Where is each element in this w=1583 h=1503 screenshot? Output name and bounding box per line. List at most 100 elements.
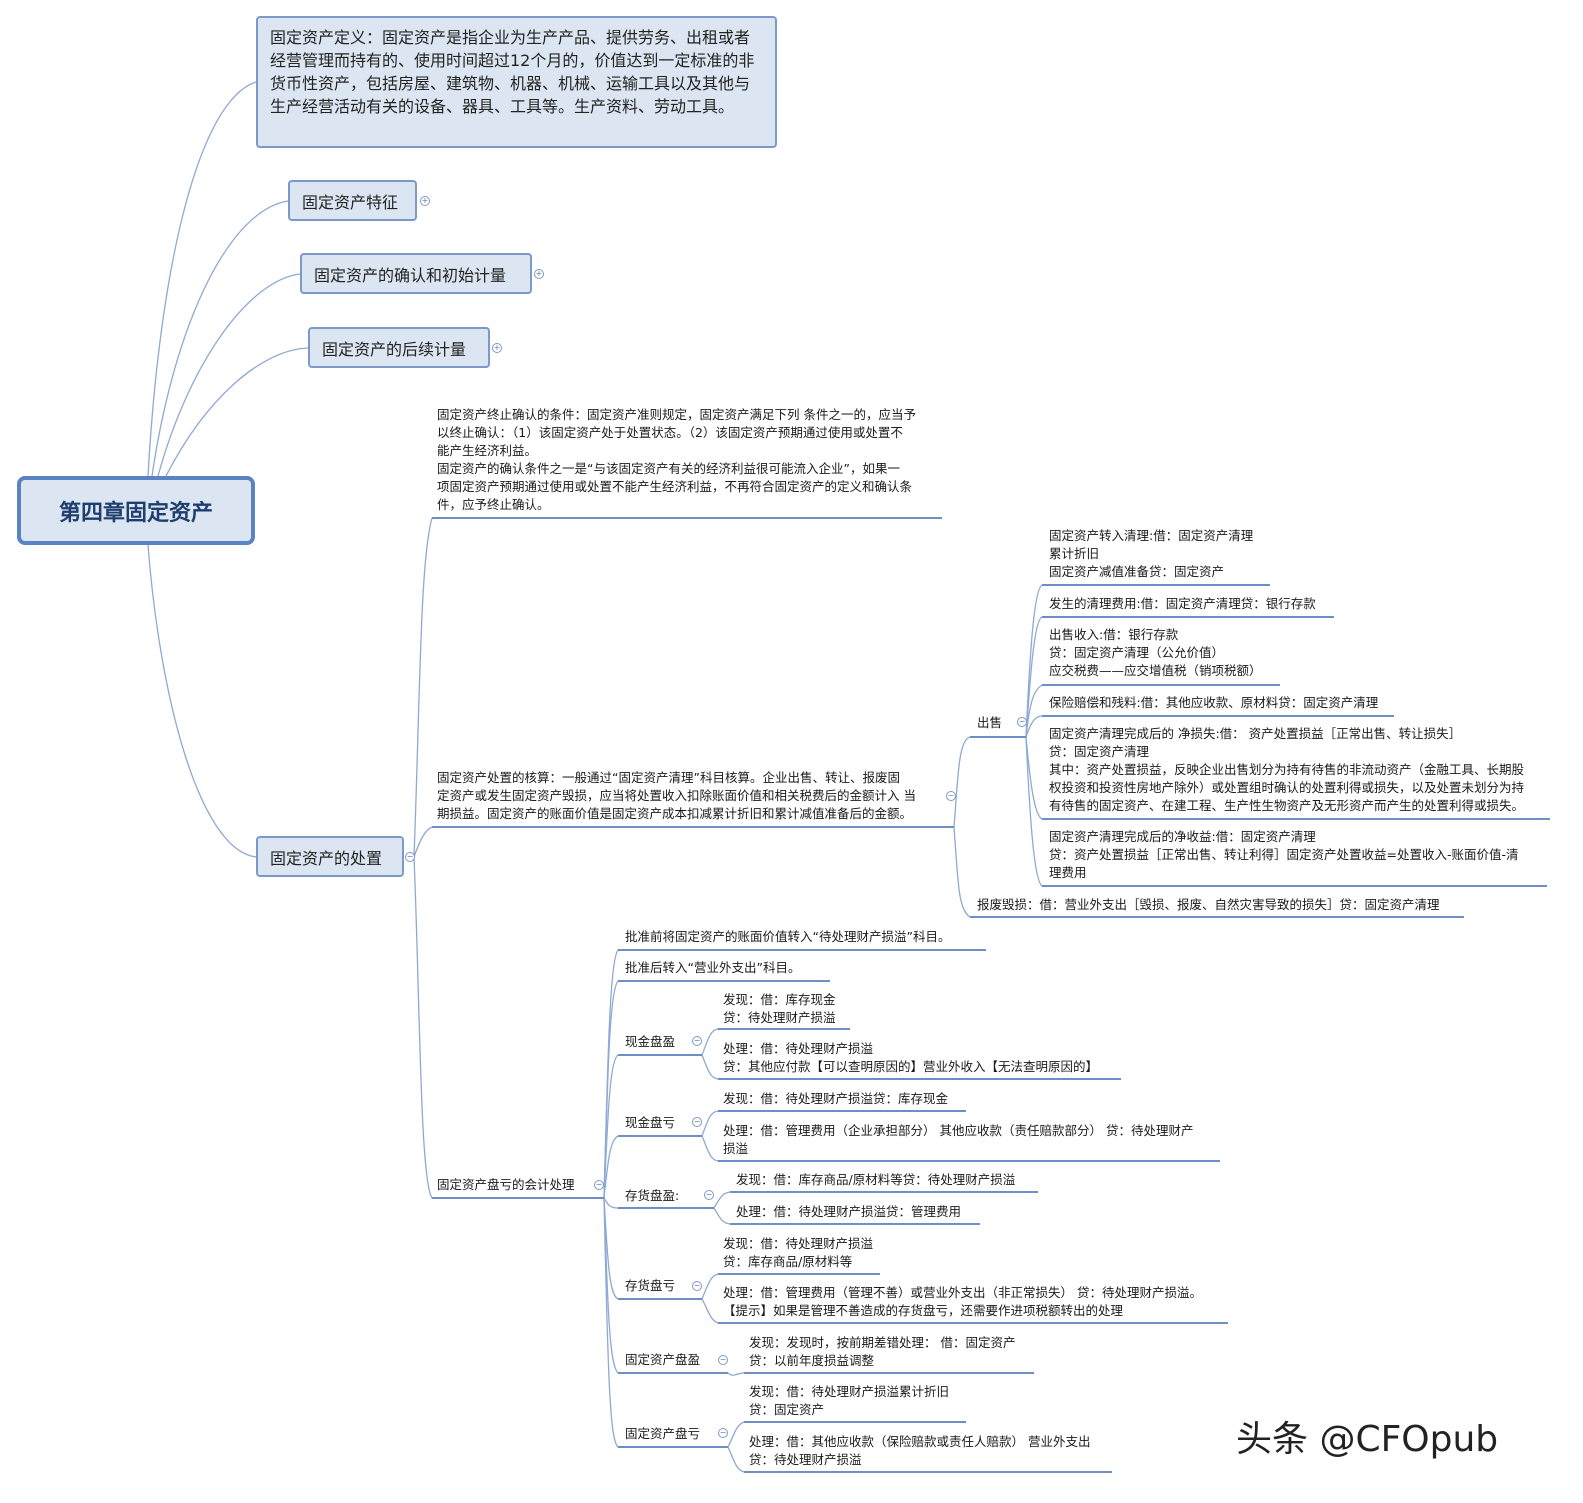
- text-line: 【提示】如果是管理不善造成的存货盘亏，还需要作进项税额转出的处理: [723, 1303, 1124, 1318]
- text-line: 发现：借：待处理财产损溢贷：库存现金: [723, 1091, 949, 1106]
- scrap-node[interactable]: 报废毁损：借：营业外支出［毁损、报废、自然灾害导致的损失］贷：固定资产清理: [977, 897, 1440, 912]
- inventory-shortage-discover[interactable]: 发现：借：待处理财产损溢 贷：库存商品/原材料等: [723, 1235, 873, 1271]
- collapse-toggle-inventory-surplus[interactable]: −: [704, 1190, 714, 1200]
- features-node[interactable]: 固定资产特征: [288, 180, 417, 221]
- underline: [970, 736, 1026, 738]
- text-line: 贷：待处理财产损溢: [749, 1452, 862, 1467]
- subsequent-node[interactable]: 固定资产的后续计量: [308, 327, 490, 368]
- expand-toggle-features[interactable]: +: [420, 196, 430, 206]
- text-line: 发现：借：待处理财产损溢: [723, 1236, 874, 1251]
- fixed-asset-surplus-discover[interactable]: 发现：发现时，按前期差错处理： 借：固定资产 贷：以前年度损益调整: [749, 1334, 1015, 1370]
- sale-node[interactable]: 出售: [977, 715, 1003, 730]
- underline: [744, 1421, 966, 1423]
- collapse-toggle-inventory[interactable]: −: [594, 1180, 604, 1190]
- text-line: 贷：以前年度损益调整: [749, 1353, 875, 1368]
- text-line: 理费用: [1049, 865, 1087, 880]
- cash-shortage-handle[interactable]: 处理：借：管理费用（企业承担部分） 其他应收款（责任赔款部分） 贷：待处理财产 …: [723, 1122, 1193, 1158]
- expand-toggle-recognition[interactable]: +: [534, 269, 544, 279]
- text-line: 发现：借：库存现金: [723, 992, 836, 1007]
- text-line: 累计折旧: [1049, 546, 1100, 561]
- text-line: 处理：借：待处理财产损溢: [723, 1041, 874, 1056]
- text-line: 处理：借：待处理财产损溢贷：管理费用: [736, 1204, 962, 1219]
- collapse-toggle-sale[interactable]: −: [1017, 717, 1027, 727]
- underline: [618, 949, 986, 951]
- text-line: 贷：待处理财产损溢: [723, 1010, 836, 1025]
- expand-toggle-subsequent[interactable]: +: [492, 343, 502, 353]
- collapse-toggle-accounting[interactable]: −: [946, 791, 956, 801]
- underline: [618, 1298, 702, 1300]
- disposal-node[interactable]: 固定资产的处置: [256, 836, 404, 877]
- underline: [718, 1028, 850, 1030]
- sale-item-cleanup-fee[interactable]: 发生的清理费用:借：固定资产清理贷：银行存款: [1049, 595, 1316, 613]
- group-fixed-asset-shortage[interactable]: 固定资产盘亏: [625, 1426, 701, 1441]
- text-line: 定资产或发生固定资产毁损，应当将处置收入扣除账面价值和相关税费后的金额计入 当: [437, 788, 916, 803]
- inventory-after-approval[interactable]: 批准后转入“营业外支出”科目。: [625, 960, 801, 975]
- group-cash-surplus[interactable]: 现金盘盈: [625, 1034, 676, 1049]
- underline: [618, 1135, 702, 1137]
- inventory-before-approval[interactable]: 批准前将固定资产的账面价值转入“待处理财产损溢”科目。: [625, 929, 951, 944]
- underline: [618, 1446, 728, 1448]
- underline: [618, 1207, 714, 1209]
- collapse-toggle-fixed-asset-shortage[interactable]: −: [718, 1428, 728, 1438]
- underline: [618, 980, 830, 982]
- recognition-node[interactable]: 固定资产的确认和初始计量: [300, 253, 532, 294]
- sale-item-income[interactable]: 出售收入:借：银行存款 贷：固定资产清理（公允价值） 应交税费——应交增值税（销…: [1049, 626, 1262, 680]
- disposal-accounting-node[interactable]: 固定资产处置的核算：一般通过“固定资产清理”科目核算。企业出售、转让、报废固 定…: [437, 769, 916, 823]
- cash-surplus-discover[interactable]: 发现：借：库存现金 贷：待处理财产损溢: [723, 991, 836, 1027]
- text-line: 固定资产处置的核算：一般通过“固定资产清理”科目核算。企业出售、转让、报废固: [437, 770, 900, 785]
- inventory-node[interactable]: 固定资产盘亏的会计处理: [437, 1177, 575, 1192]
- underline: [718, 1110, 966, 1112]
- text-line: 应交税费——应交增值税（销项税额）: [1049, 663, 1262, 678]
- inventory-surplus-handle[interactable]: 处理：借：待处理财产损溢贷：管理费用: [736, 1203, 961, 1221]
- text-line: 能产生经济利益。: [437, 443, 538, 458]
- cash-surplus-handle[interactable]: 处理：借：待处理财产损溢 贷：其他应付款【可以查明原因的】营业外收入【无法查明原…: [723, 1040, 1098, 1076]
- underline: [730, 1191, 1038, 1193]
- definition-node[interactable]: 固定资产定义：固定资产是指企业为生产产品、提供劳务、出租或者经营管理而持有的、使…: [256, 16, 777, 148]
- group-fixed-asset-surplus[interactable]: 固定资产盘盈: [625, 1352, 701, 1367]
- sale-item-net-loss[interactable]: 固定资产清理完成后的 净损失:借： 资产处置损益［正常出售、转让损失］ 贷：固定…: [1049, 725, 1524, 815]
- underline: [432, 517, 942, 519]
- text-line: 贷：固定资产清理: [1049, 744, 1150, 759]
- underline: [718, 1273, 880, 1275]
- underline: [1042, 684, 1280, 686]
- collapse-toggle-inventory-shortage[interactable]: −: [692, 1281, 702, 1291]
- underline: [718, 1322, 1228, 1324]
- collapse-toggle-cash-surplus[interactable]: −: [692, 1036, 702, 1046]
- text-line: 固定资产的确认条件之一是“与该固定资产有关的经济利益很可能流入企业”，如果一: [437, 461, 900, 476]
- underline: [618, 1054, 702, 1056]
- text-line: 贷：库存商品/原材料等: [723, 1254, 853, 1269]
- text-line: 发现：发现时，按前期差错处理： 借：固定资产: [749, 1335, 1016, 1350]
- underline: [730, 1223, 980, 1225]
- derecognition-node[interactable]: 固定资产终止确认的条件：固定资产准则规定，固定资产满足下列 条件之一的，应当予 …: [437, 406, 916, 514]
- underline: [1042, 616, 1334, 618]
- text-line: 固定资产减值准备贷：固定资产: [1049, 564, 1225, 579]
- fixed-asset-shortage-discover[interactable]: 发现：借：待处理财产损溢累计折旧 贷：固定资产: [749, 1383, 949, 1419]
- inventory-shortage-handle[interactable]: 处理：借：管理费用（管理不善）或营业外支出（非正常损失） 贷：待处理财产损溢。 …: [723, 1284, 1202, 1320]
- collapse-toggle-cash-shortage[interactable]: −: [692, 1117, 702, 1127]
- group-inventory-shortage[interactable]: 存货盘亏: [625, 1278, 676, 1293]
- text-line: 贷：其他应付款【可以查明原因的】营业外收入【无法查明原因的】: [723, 1059, 1099, 1074]
- inventory-surplus-discover[interactable]: 发现：借：库存商品/原材料等贷：待处理财产损溢: [736, 1171, 1015, 1189]
- sale-item-transfer[interactable]: 固定资产转入清理:借：固定资产清理 累计折旧 固定资产减值准备贷：固定资产: [1049, 527, 1253, 581]
- underline: [432, 1197, 604, 1199]
- group-inventory-surplus[interactable]: 存货盘盈:: [625, 1188, 680, 1203]
- root-topic[interactable]: 第四章固定资产: [17, 476, 255, 545]
- text-line: 其中：资产处置损益，反映企业出售划分为持有待售的非流动资产（金融工具、长期股: [1049, 762, 1525, 777]
- text-line: 件，应予终止确认。: [437, 497, 550, 512]
- text-line: 处理：借：管理费用（管理不善）或营业外支出（非正常损失） 贷：待处理财产损溢。: [723, 1285, 1202, 1300]
- text-line: 贷：固定资产: [749, 1402, 825, 1417]
- text-line: 处理：借：其他应收款（保险赔款或责任人赔款） 营业外支出: [749, 1434, 1091, 1449]
- text-line: 处理：借：管理费用（企业承担部分） 其他应收款（责任赔款部分） 贷：待处理财产: [723, 1123, 1194, 1138]
- collapse-toggle-fixed-asset-surplus[interactable]: −: [718, 1355, 728, 1365]
- text-line: 发现：借：库存商品/原材料等贷：待处理财产损溢: [736, 1172, 1016, 1187]
- group-cash-shortage[interactable]: 现金盘亏: [625, 1115, 676, 1130]
- sale-item-net-gain[interactable]: 固定资产清理完成后的净收益:借：固定资产清理 贷：资产处置损益［正常出售、转让利…: [1049, 828, 1519, 882]
- text-line: 有待售的固定资产、在建工程、生产性生物资产及无形资产而产生的处置利得或损失。: [1049, 798, 1525, 813]
- underline: [744, 1471, 1112, 1473]
- fixed-asset-shortage-handle[interactable]: 处理：借：其他应收款（保险赔款或责任人赔款） 营业外支出 贷：待处理财产损溢: [749, 1433, 1090, 1469]
- collapse-toggle-disposal[interactable]: −: [405, 852, 415, 862]
- cash-shortage-discover[interactable]: 发现：借：待处理财产损溢贷：库存现金: [723, 1090, 948, 1108]
- sale-item-insurance[interactable]: 保险赔偿和残料:借：其他应收款、原材料贷：固定资产清理: [1049, 694, 1378, 712]
- text-line: 发生的清理费用:借：固定资产清理贷：银行存款: [1049, 596, 1316, 611]
